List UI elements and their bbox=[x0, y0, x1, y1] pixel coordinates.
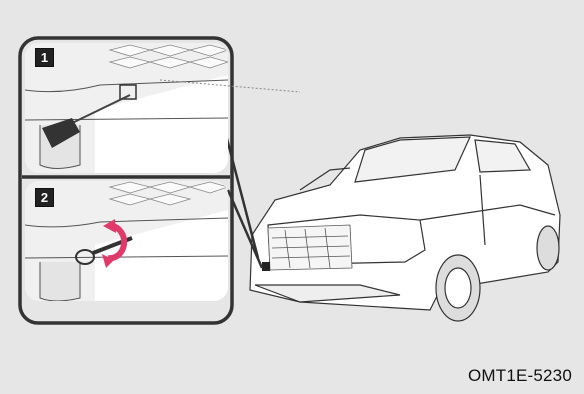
step-1-badge: 1 bbox=[35, 48, 54, 67]
step-2-badge: 2 bbox=[35, 188, 54, 207]
rear-wheel bbox=[537, 226, 559, 270]
step-1-panel bbox=[25, 43, 228, 173]
figure-code: OMT1E-5230 bbox=[468, 366, 572, 386]
step-2-panel bbox=[25, 181, 228, 301]
car-grille bbox=[268, 225, 352, 270]
suv-illustration bbox=[250, 135, 560, 321]
tow-hook-cover-marker bbox=[262, 262, 270, 271]
